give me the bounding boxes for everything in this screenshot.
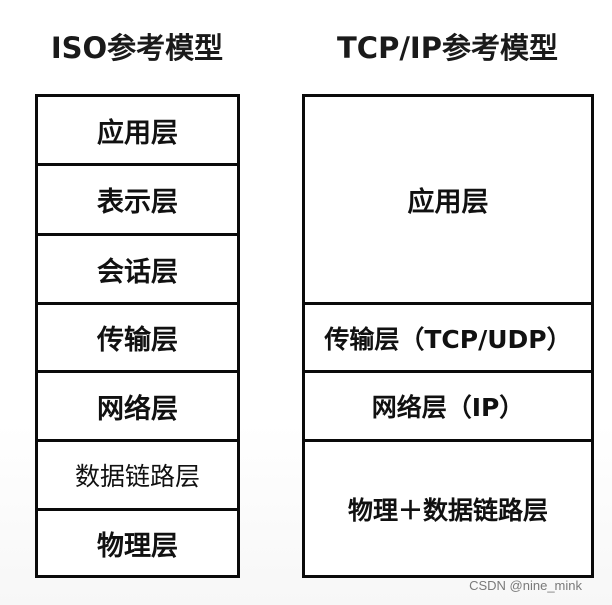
iso-model-stack: 应用层 表示层 会话层 传输层 网络层 数据链路层 物理层: [35, 94, 240, 578]
tcpip-layer-physical-data-link: 物理＋数据链路层: [305, 439, 591, 575]
tcpip-layer-application: 应用层: [407, 187, 489, 218]
iso-layer-network: 网络层: [38, 370, 237, 439]
iso-layer-session: 会话层: [38, 233, 237, 302]
iso-layer-application: 应用层: [97, 117, 178, 149]
iso-layer-transport: 传输层: [38, 302, 237, 370]
iso-layer-data-link: 数据链路层: [38, 439, 237, 508]
iso-layer-presentation: 表示层: [38, 163, 237, 233]
tcpip-model-title: TCP/IP参考模型: [337, 31, 558, 65]
iso-model-title: ISO参考模型: [50, 31, 224, 65]
watermark: CSDN @nine_mink: [469, 578, 582, 593]
tcpip-model-stack: 应用层 传输层（TCP/UDP） 网络层（IP） 物理＋数据链路层: [302, 94, 594, 578]
tcpip-layer-network: 网络层（IP）: [305, 370, 591, 439]
tcpip-layer-transport: 传输层（TCP/UDP）: [305, 302, 591, 370]
iso-layer-physical: 物理层: [38, 508, 237, 575]
